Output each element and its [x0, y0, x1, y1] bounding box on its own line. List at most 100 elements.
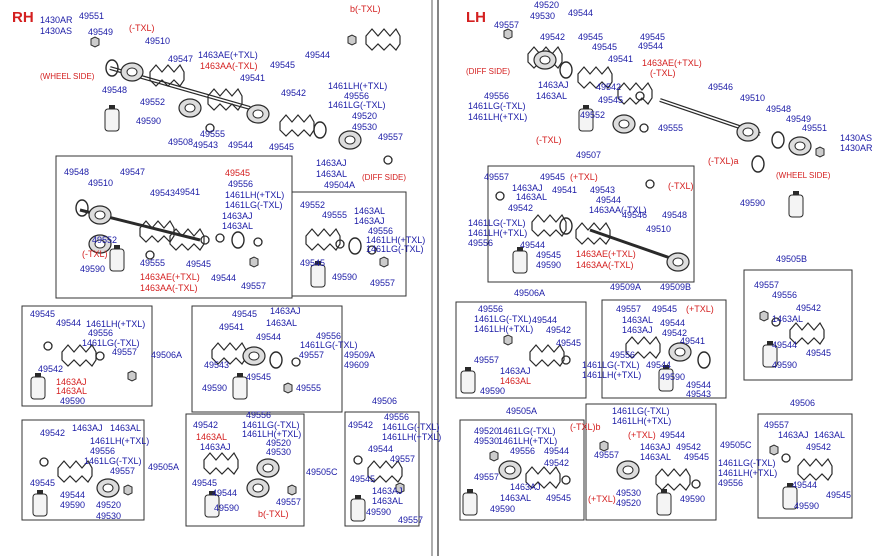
label-lh506-b4: 49557 — [764, 420, 789, 430]
label-rh505c-a24: 49530 — [266, 447, 291, 457]
label-rh509-a25: 49557 — [299, 350, 324, 360]
label-507-b5: 49542 — [508, 203, 533, 213]
label-rh505a-a26: 1463AJ — [72, 423, 103, 433]
label-a16-top2: 49544 — [228, 140, 253, 150]
label-b7: 49541 — [608, 54, 633, 64]
label-b18: 49548 — [766, 104, 791, 114]
label-rh506-a22: 49556 — [384, 412, 409, 422]
label-509b-b9: 1463AJ — [622, 325, 653, 335]
label-507-b12: 1461LG(-TXL) — [468, 218, 526, 228]
label-a22-top: 49556 — [344, 91, 369, 101]
label-b38: 49506 — [790, 398, 815, 408]
label-b17: 49510 — [740, 93, 765, 103]
label-a8: 49548 — [102, 85, 127, 95]
label-49508-a14: 1463AA(-TXL) — [140, 283, 198, 293]
label-lh505a-b9: 1463AJ — [510, 482, 541, 492]
label-lh505a-b5: 49542 — [544, 458, 569, 468]
label-509b-b6: 49545 — [652, 304, 677, 314]
label-506a-b12: 1461LG(-TXL) — [474, 314, 532, 324]
label-lh505a-b1: 49520 — [474, 426, 499, 436]
label-507-b18: 49548 — [662, 210, 687, 220]
label-507-b13: 1461LH(+TXL) — [468, 228, 527, 238]
label-lh505a-b3: 49544 — [544, 446, 569, 456]
label-509b-b7: 49541 — [680, 336, 705, 346]
label-505b-b11: 49556 — [772, 290, 797, 300]
box-rh-49509A — [191, 305, 343, 413]
label-lh505c-b2: 49530 — [616, 488, 641, 498]
label-49508-a11: 49555 — [140, 258, 165, 268]
label-506a-b6: 49545 — [556, 338, 581, 348]
label-lh506-b10: 1463AL — [814, 430, 845, 440]
label-b13: 1461LH(+TXL) — [468, 112, 527, 122]
label-a12: 49547 — [168, 54, 193, 64]
label-rh-49505A: 49505A — [148, 462, 179, 472]
label-rh-49609: 49609 — [344, 360, 369, 370]
label-rh509-a22: 49556 — [316, 331, 341, 341]
side-title-lh: LH — [466, 9, 486, 26]
label-lh-top-542: 49542 — [596, 82, 621, 92]
label-49504A-a17: 49545 — [300, 258, 325, 268]
label-a13: 1463AE(+TXL) — [198, 50, 258, 60]
label-rh506a-a17: 49545 — [30, 309, 55, 319]
label-rh505c-a20: 1461LH(+TXL) — [242, 429, 301, 439]
label-b35: 49509B — [660, 282, 691, 292]
label-lh506-b5: 49542 — [806, 442, 831, 452]
label-b37: 49505C — [720, 440, 752, 450]
label-rh505a-a27: 1463AL — [110, 423, 141, 433]
label-lh505c-b9: 1463AJ — [640, 442, 671, 452]
label-a28: (DIFF SIDE) — [362, 173, 406, 182]
label-lh505c-plus2: (+TXL) — [588, 494, 616, 504]
label-509b-b4: 49557 — [616, 304, 641, 314]
label-rh506a-a25: 49557 — [112, 347, 137, 357]
label-507-b9: 1463AJ — [512, 183, 543, 193]
label-lh-b28: 1463AE(+TXL) — [642, 58, 702, 68]
label-509b-b12: 1461LG(-TXL) — [582, 360, 640, 370]
label-b2: 49530 — [530, 11, 555, 21]
label-rh509-a27: 1463AL — [266, 318, 297, 328]
label-b25: (-TXL)a — [708, 156, 739, 166]
label-507-b3b: 49544 — [520, 240, 545, 250]
label-49508-a9: 49552 — [92, 235, 117, 245]
label-49508-a20: 1461LH(+TXL) — [225, 190, 284, 200]
label-b36: 49505A — [506, 406, 537, 416]
label-49504A-a22: 49556 — [368, 226, 393, 236]
label-b6b: 49545 — [592, 42, 617, 52]
label-507-b7: 49541 — [552, 185, 577, 195]
label-lh505c-b10: 1463AL — [640, 452, 671, 462]
label-rh506a-a27: 1463AL — [56, 386, 87, 396]
label-rh509-a21: 1461LG(-TXL) — [300, 340, 358, 350]
label-rh509-a17b: 49545 — [246, 372, 271, 382]
label-lh505c-b6: 49545 — [684, 452, 709, 462]
label-rh-49506: 49506 — [372, 396, 397, 406]
label-lh505a-b4: 49557 — [474, 472, 499, 482]
label-a15: 49541 — [240, 73, 265, 83]
label-a10-top: 49590 — [136, 116, 161, 126]
label-a29: 49504A — [324, 180, 355, 190]
label-49508-a12: 49547 — [120, 167, 145, 177]
label-a24-top: 49530 — [352, 122, 377, 132]
label-b23: (WHEEL SIDE) — [776, 171, 831, 180]
label-a7: (WHEEL SIDE) — [40, 72, 95, 81]
label-506a-b3: 49544 — [532, 315, 557, 325]
label-lh505c-b3: 49544 — [660, 430, 685, 440]
label-lh505c-b13: 1461LH(+TXL) — [612, 416, 671, 426]
label-49508-a21: 1461LG(-TXL) — [225, 200, 283, 210]
box-lh-49505A — [459, 419, 585, 521]
label-509b-b26: 49590 — [660, 372, 685, 382]
label-lh506-b3: 49544 — [792, 480, 817, 490]
label-lh505c-plus: (+TXL) — [628, 430, 656, 440]
label-509b-b13: 1461LH(+TXL) — [582, 370, 641, 380]
label-a4: 49551 — [79, 11, 104, 21]
lh-shaft-assembly — [503, 28, 825, 173]
label-rh506-a27: 1463AL — [372, 496, 403, 506]
label-a25-top: 49557 — [378, 132, 403, 142]
label-506a-b11: 49556 — [478, 304, 503, 314]
label-rh505a-a16: 49544 — [60, 490, 85, 500]
label-b9: 1463AJ — [538, 80, 569, 90]
label-b16: 49546 — [708, 82, 733, 92]
label-507-b11: 49556 — [468, 238, 493, 248]
label-rh505a-a24: 49530 — [96, 511, 121, 521]
box-rh-49506A — [21, 305, 153, 407]
label-a17-top: 49545 — [270, 60, 295, 70]
